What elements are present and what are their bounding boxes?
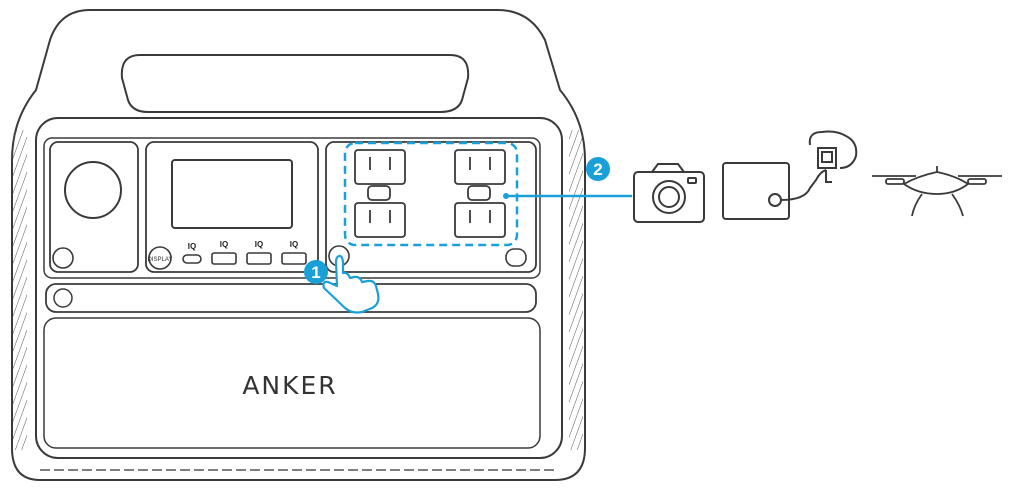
center-module xyxy=(145,141,319,273)
usb-a-label-3: IQ xyxy=(290,240,298,249)
usb-a-port-1[interactable] xyxy=(211,252,237,265)
outlet-highlight xyxy=(343,141,519,247)
right-grip xyxy=(569,130,583,450)
left-module xyxy=(49,141,139,273)
laptop-charger-icon xyxy=(722,130,858,220)
usb-a-label-2: IQ xyxy=(255,240,263,249)
step-2-marker: 2 xyxy=(586,157,610,181)
lcd-display xyxy=(171,159,293,229)
svg-text:2: 2 xyxy=(593,160,602,179)
display-button-label: DISPLAY xyxy=(148,257,173,263)
front-panel xyxy=(35,117,563,459)
drone-icon xyxy=(872,166,1002,217)
ac-indicator xyxy=(505,248,527,267)
ac-module xyxy=(325,141,537,273)
usb-a-port-3[interactable] xyxy=(281,252,307,265)
left-grip xyxy=(13,130,27,450)
brand-logo: ANKER xyxy=(242,371,337,400)
ac-outlet-1[interactable] xyxy=(354,149,406,185)
round-pad xyxy=(64,161,122,219)
power-station xyxy=(11,9,586,481)
usb-c-label: IQ xyxy=(188,242,196,251)
ac-outlets[interactable] xyxy=(354,149,506,238)
camera-icon xyxy=(633,163,705,223)
ac-outlet-2[interactable] xyxy=(454,149,506,185)
usb-a-label-1: IQ xyxy=(220,240,228,249)
step-1-marker: 1 xyxy=(304,260,328,284)
ac-outlet-3[interactable] xyxy=(354,202,406,238)
svg-text:1: 1 xyxy=(311,263,320,282)
usb-c-port[interactable] xyxy=(182,254,202,264)
carry-handle xyxy=(120,54,470,113)
light-bar xyxy=(45,283,537,313)
display-button[interactable] xyxy=(148,246,172,270)
ac-outlet-4[interactable] xyxy=(454,202,506,238)
light-icon[interactable] xyxy=(53,288,73,308)
hand-press-icon xyxy=(322,254,380,314)
small-light-button[interactable] xyxy=(52,247,74,269)
usb-a-port-2[interactable] xyxy=(246,252,272,265)
